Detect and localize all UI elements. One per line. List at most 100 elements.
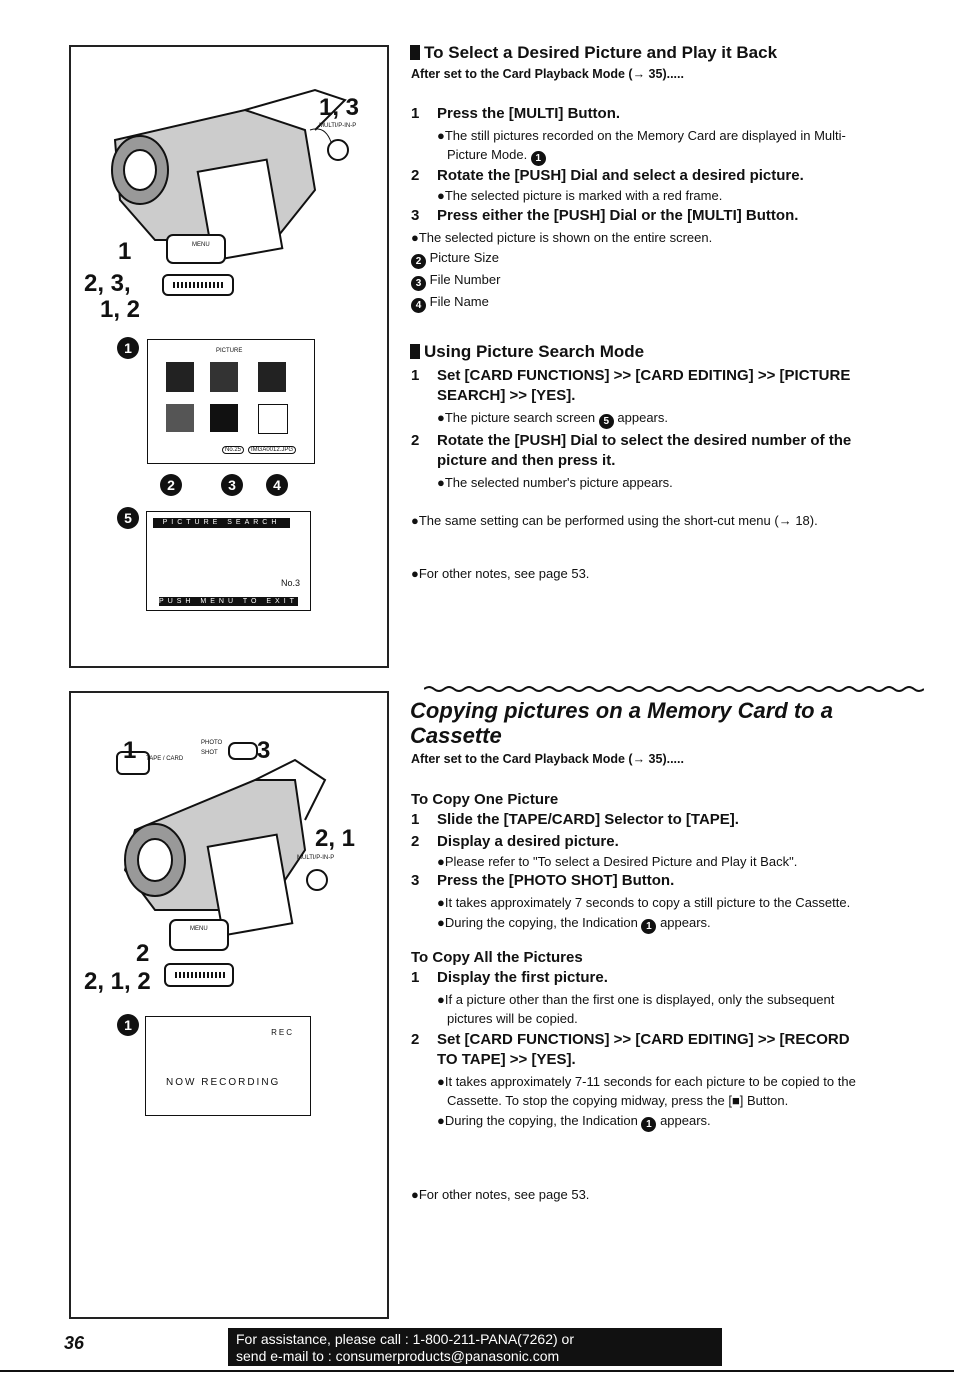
picture-label: PICTURE	[216, 348, 243, 354]
thumbnail	[258, 362, 286, 392]
footer-rule	[0, 1370, 954, 1372]
callout-5: 5	[117, 507, 139, 529]
photo-shot-button-icon	[228, 742, 258, 760]
multi-button-icon	[306, 869, 328, 891]
thumbnail	[258, 404, 288, 434]
assistance-line-2: send e-mail to : consumerproducts@panaso…	[236, 1348, 560, 1364]
callout-1: 1	[117, 1014, 139, 1036]
shortcut-note: ●The same setting can be performed using…	[411, 513, 818, 528]
assistance-line-1: For assistance, please call : 1-800-211-…	[236, 1331, 574, 1347]
other-notes-1: ●For other notes, see page 53.	[411, 566, 590, 581]
copy-one-note-2: ●Please refer to "To select a Desired Pi…	[437, 854, 798, 869]
thumbnail	[210, 362, 238, 392]
multi-button-icon	[327, 139, 349, 161]
search-note-2: ●The selected number's picture appears.	[437, 475, 673, 490]
section-marker-icon	[410, 45, 420, 60]
thumbnail	[210, 404, 238, 432]
menu-button-icon	[166, 234, 226, 264]
callout-4: 4	[266, 474, 288, 496]
assistance-bar: For assistance, please call : 1-800-211-…	[228, 1328, 722, 1366]
shot-label: SHOT	[201, 750, 218, 756]
copy-all-note-1a: ●If a picture other than the first one i…	[437, 992, 835, 1007]
copy-all-note-2a: ●It takes approximately 7-11 seconds for…	[437, 1074, 856, 1089]
note-step-1b: Picture Mode. 1	[447, 145, 931, 166]
multi-picture-screen: PICTURE No.25 IMGA0012.JPG	[147, 339, 315, 464]
now-recording-label: NOW RECORDING	[166, 1077, 281, 1088]
label-3: 3	[257, 737, 271, 764]
indicator-1-icon: 1	[530, 151, 546, 166]
indicator-2-icon: 2	[411, 254, 426, 269]
tape-card-label: TAPE / CARD	[146, 756, 184, 762]
label-1-2: 1, 2	[100, 296, 141, 323]
menu-label: MENU	[192, 242, 210, 248]
legend-row: 4 File Name	[411, 291, 931, 313]
section3-subheading: After set to the Card Playback Mode (→ 3…	[411, 752, 684, 766]
note-step-1: ●The still pictures recorded on the Memo…	[437, 128, 846, 143]
thumbnail	[166, 404, 194, 432]
thumbnail	[166, 362, 194, 392]
tape-card-selector-icon	[116, 751, 150, 775]
rec-label: REC	[271, 1028, 294, 1037]
search-step-2b: picture and then press it.	[437, 452, 616, 469]
recording-screen: REC NOW RECORDING	[145, 1016, 311, 1116]
section-marker-icon	[410, 344, 420, 359]
label-1-3: 1, 3	[319, 94, 360, 121]
callout-2: 2	[160, 474, 182, 496]
label-2-1: 2, 1	[315, 825, 356, 852]
copy-all-note-2c: ●During the copying, the Indication 1 ap…	[437, 1113, 711, 1132]
file-name-label: IMGA0012.JPG	[248, 446, 297, 454]
menu-button-icon	[169, 919, 229, 951]
indicator-1-icon: 1	[641, 1117, 657, 1132]
copy-all-note-2b: Cassette. To stop the copying midway, pr…	[447, 1093, 789, 1108]
legend-row: 3 File Number	[411, 269, 931, 291]
note-step-2: ●The selected picture is marked with a r…	[437, 188, 723, 203]
indicator-1-icon: 1	[641, 919, 657, 934]
label-2: 2	[136, 940, 150, 967]
search-bottom-bar: PUSH MENU TO EXIT	[159, 597, 298, 606]
menu-label: MENU	[190, 926, 208, 932]
section1-subheading: After set to the Card Playback Mode (→ 3…	[411, 67, 684, 81]
other-notes-2: ●For other notes, see page 53.	[411, 1187, 590, 1202]
camcorder-illustration-bottom	[116, 751, 328, 987]
callout-3: 3	[221, 474, 243, 496]
label-2-1-2: 2, 1, 2	[84, 968, 151, 995]
indicator-3-icon: 3	[411, 276, 426, 291]
search-note-1: ●The picture search screen 5 appears.	[437, 410, 668, 429]
file-size-label: No.25	[222, 446, 245, 454]
camcorder-illustration-top	[111, 88, 349, 296]
section1-heading: To Select a Desired Picture and Play it …	[410, 43, 777, 63]
legend-row: 2 Picture Size	[411, 247, 931, 269]
copy-all-heading: To Copy All the Pictures	[411, 949, 583, 966]
copy-all-step-2b: TO TAPE] >> [YES].	[437, 1051, 576, 1068]
multi-label: MULTI/P-IN-P	[319, 123, 357, 129]
note-step-3: ●The selected picture is shown on the en…	[411, 230, 713, 245]
page-number: 36	[64, 1333, 85, 1353]
multi-label: MULTI/P-IN-P	[297, 855, 335, 861]
search-step-1b: SEARCH] >> [YES].	[437, 387, 576, 404]
indicator-5-icon: 5	[598, 414, 614, 429]
top-figure-frame	[69, 45, 389, 668]
picture-search-screen: PICTURE SEARCH No.3 PUSH MENU TO EXIT	[146, 511, 311, 611]
copy-one-note-3b: ●During the copying, the Indication 1 ap…	[437, 915, 711, 934]
copy-all-note-1b: pictures will be copied.	[447, 1011, 578, 1026]
copy-one-heading: To Copy One Picture	[411, 791, 559, 808]
copy-one-note-3a: ●It takes approximately 7 seconds to cop…	[437, 895, 851, 910]
label-1: 1	[118, 238, 132, 265]
section3-title: Copying pictures on a Memory Card to a C…	[410, 698, 833, 748]
photo-label: PHOTO	[201, 740, 223, 746]
label-1: 1	[123, 737, 137, 764]
callout-1: 1	[117, 337, 139, 359]
search-top-bar: PICTURE SEARCH	[153, 518, 290, 528]
bottom-figure-frame	[69, 691, 389, 1319]
search-number: No.3	[280, 578, 300, 588]
